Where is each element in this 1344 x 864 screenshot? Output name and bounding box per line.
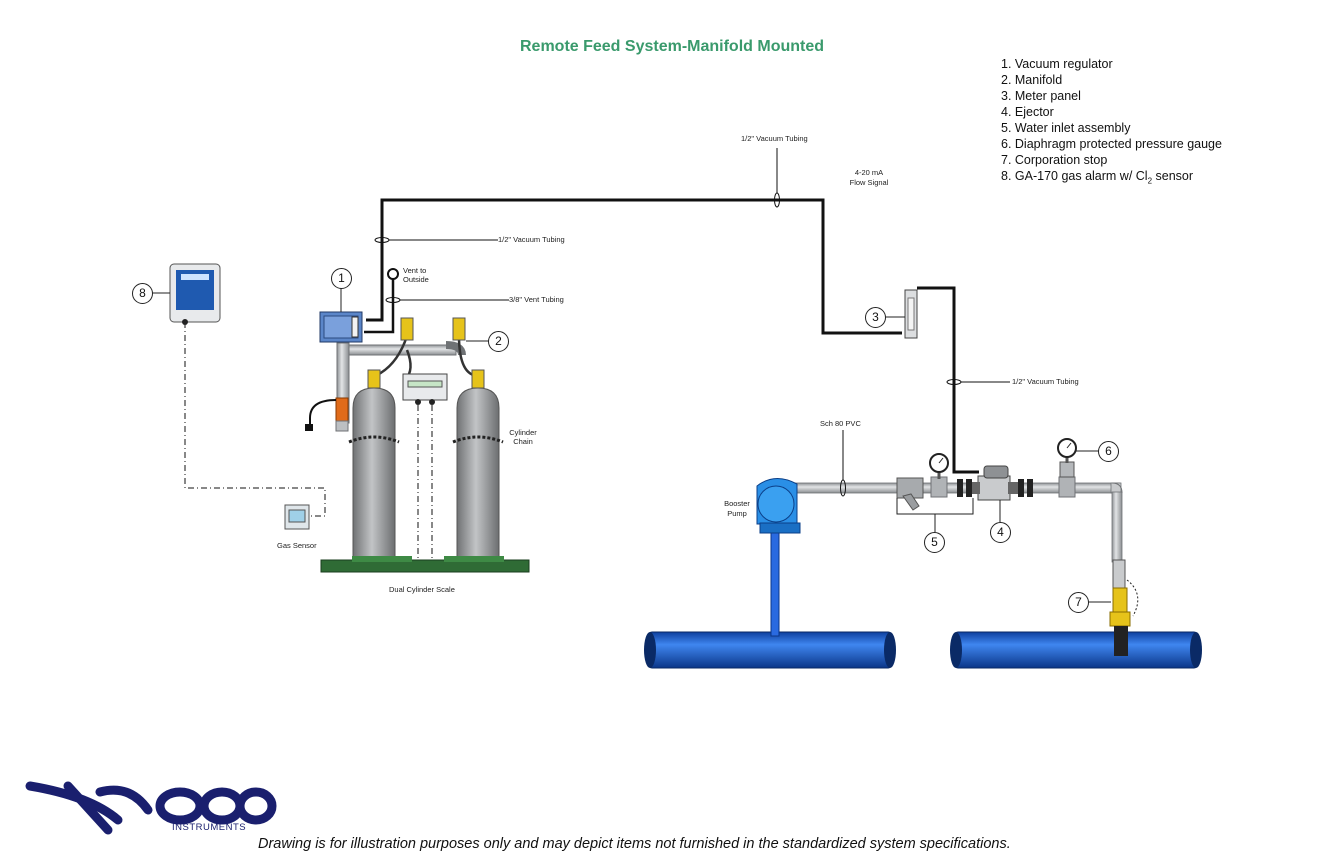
water-inlet-pressure-gauge — [929, 453, 949, 479]
label-booster-line1: Booster — [724, 499, 750, 508]
meter-panel — [904, 289, 918, 339]
disclaimer-footer: Drawing is for illustration purposes onl… — [258, 836, 1011, 852]
signal-cables — [184, 322, 433, 562]
legend-item: 2. Manifold — [1001, 73, 1063, 87]
pump-suction-pipe — [770, 527, 780, 637]
booster-pump — [756, 478, 801, 534]
label-vacuum-tubing-meter: 1/2" Vacuum Tubing — [1012, 377, 1079, 386]
legend-item: 6. Diaphragm protected pressure gauge — [1001, 137, 1222, 151]
corporation-stop — [1109, 559, 1139, 656]
label-flow-signal-line2: Flow Signal — [849, 178, 889, 187]
legend-item: 8. GA-170 gas alarm w/ Cl2 sensor — [1001, 168, 1222, 190]
label-sch80-pvc: Sch 80 PVC — [820, 419, 861, 428]
legend-item: 4. Ejector — [1001, 105, 1054, 119]
legend-item: 5. Water inlet assembly — [1001, 121, 1131, 135]
label-vacuum-tubing-regulator: 1/2" Vacuum Tubing — [498, 235, 565, 244]
callout-3: 3 — [865, 307, 886, 328]
label-gas-sensor: Gas Sensor — [277, 541, 317, 550]
logo-subtitle: INSTRUMENTS — [172, 822, 247, 833]
legend-item: 7. Corporation stop — [1001, 153, 1108, 167]
dual-cylinder-scale — [320, 556, 530, 573]
legend-item: 1. Vacuum regulator — [1001, 57, 1113, 71]
label-vent-line2: Outside — [403, 275, 429, 284]
callout-leaders — [151, 287, 1111, 603]
page-title: Remote Feed System-Manifold Mounted — [519, 38, 825, 55]
legend-item-text: sensor — [1152, 169, 1194, 183]
callout-7: 7 — [1068, 592, 1089, 613]
label-dual-cylinder-scale: Dual Cylinder Scale — [389, 585, 455, 594]
callout-4: 4 — [990, 522, 1011, 543]
vacuum-regulator — [319, 311, 363, 343]
ejector — [972, 465, 1018, 501]
hydro-logo — [25, 781, 277, 835]
legend-item-text: 8. GA-170 gas alarm w/ Cl — [1001, 169, 1148, 183]
main-water-pipe-right — [950, 631, 1202, 669]
gas-sensor — [284, 504, 310, 530]
label-vent-tubing: 3/8" Vent Tubing — [509, 295, 564, 304]
callout-2: 2 — [488, 331, 509, 352]
legend-subscript: 2 — [1147, 176, 1153, 186]
vent-tubing — [364, 268, 399, 334]
label-flow-signal-line1: 4-20 mA — [854, 168, 884, 177]
diaphragm-pressure-gauge — [1057, 438, 1077, 478]
component-legend: 1. Vacuum regulator 2. Manifold 3. Meter… — [1001, 56, 1222, 190]
callout-8: 8 — [132, 283, 153, 304]
tubing-markers — [374, 148, 1010, 497]
gas-alarm-unit — [169, 263, 221, 325]
label-vent-line1: Vent to — [403, 266, 427, 275]
pvc-water-line — [794, 476, 1123, 563]
legend-item: 3. Meter panel — [1001, 89, 1081, 103]
callout-5: 5 — [924, 532, 945, 553]
label-vacuum-tubing-top: 1/2" Vacuum Tubing — [741, 134, 808, 143]
chlorine-cylinder-left — [348, 369, 400, 559]
switchover-module — [402, 373, 448, 405]
label-chain-line1: Cylinder — [509, 428, 537, 437]
label-chain-line2: Chain — [513, 437, 533, 446]
manifold — [305, 317, 480, 432]
callout-6: 6 — [1098, 441, 1119, 462]
main-water-pipe-left — [644, 631, 896, 669]
callout-1: 1 — [331, 268, 352, 289]
label-booster-line2: Pump — [727, 509, 747, 518]
chlorine-cylinder-right — [452, 369, 504, 559]
y-strainer — [896, 477, 924, 511]
